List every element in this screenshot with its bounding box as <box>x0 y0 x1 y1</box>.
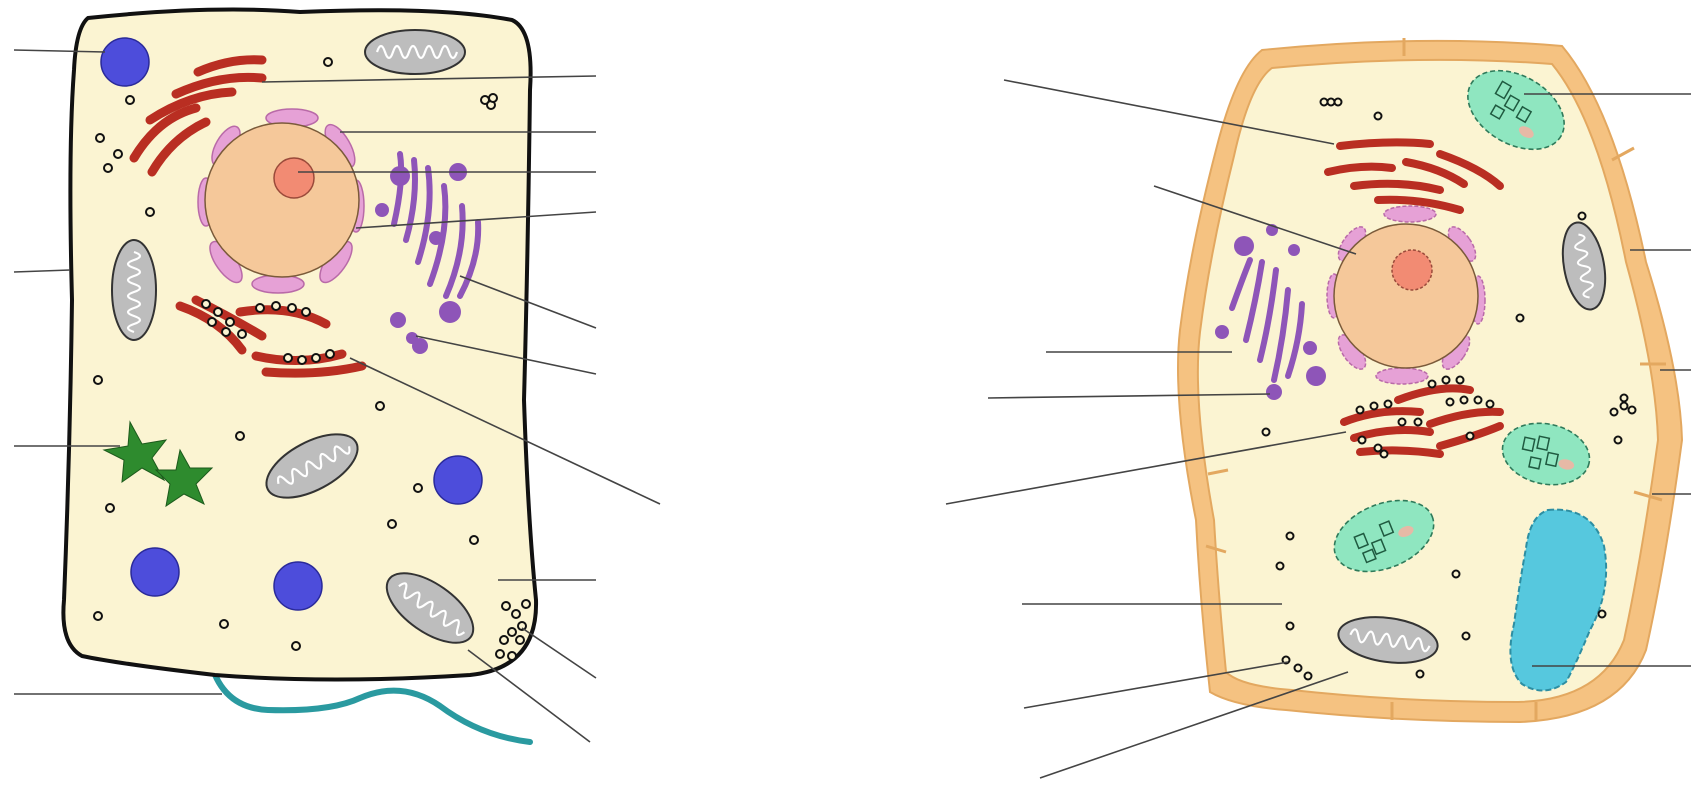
plant-label-line-8 <box>1040 672 1348 778</box>
animal-cell <box>14 10 660 742</box>
animal-label-line-2 <box>14 270 70 272</box>
animal-nucleolus <box>274 158 314 198</box>
plant-cell <box>946 38 1691 778</box>
animal-label-line-13 <box>522 628 596 678</box>
animal-nucleus <box>198 109 364 293</box>
plant-nucleolus <box>1392 250 1432 290</box>
animal-mitochondrion-top <box>365 30 465 74</box>
plant-nucleus <box>1327 206 1485 384</box>
animal-mitochondrion-left <box>112 240 156 340</box>
animal-label-line-14 <box>468 650 590 742</box>
